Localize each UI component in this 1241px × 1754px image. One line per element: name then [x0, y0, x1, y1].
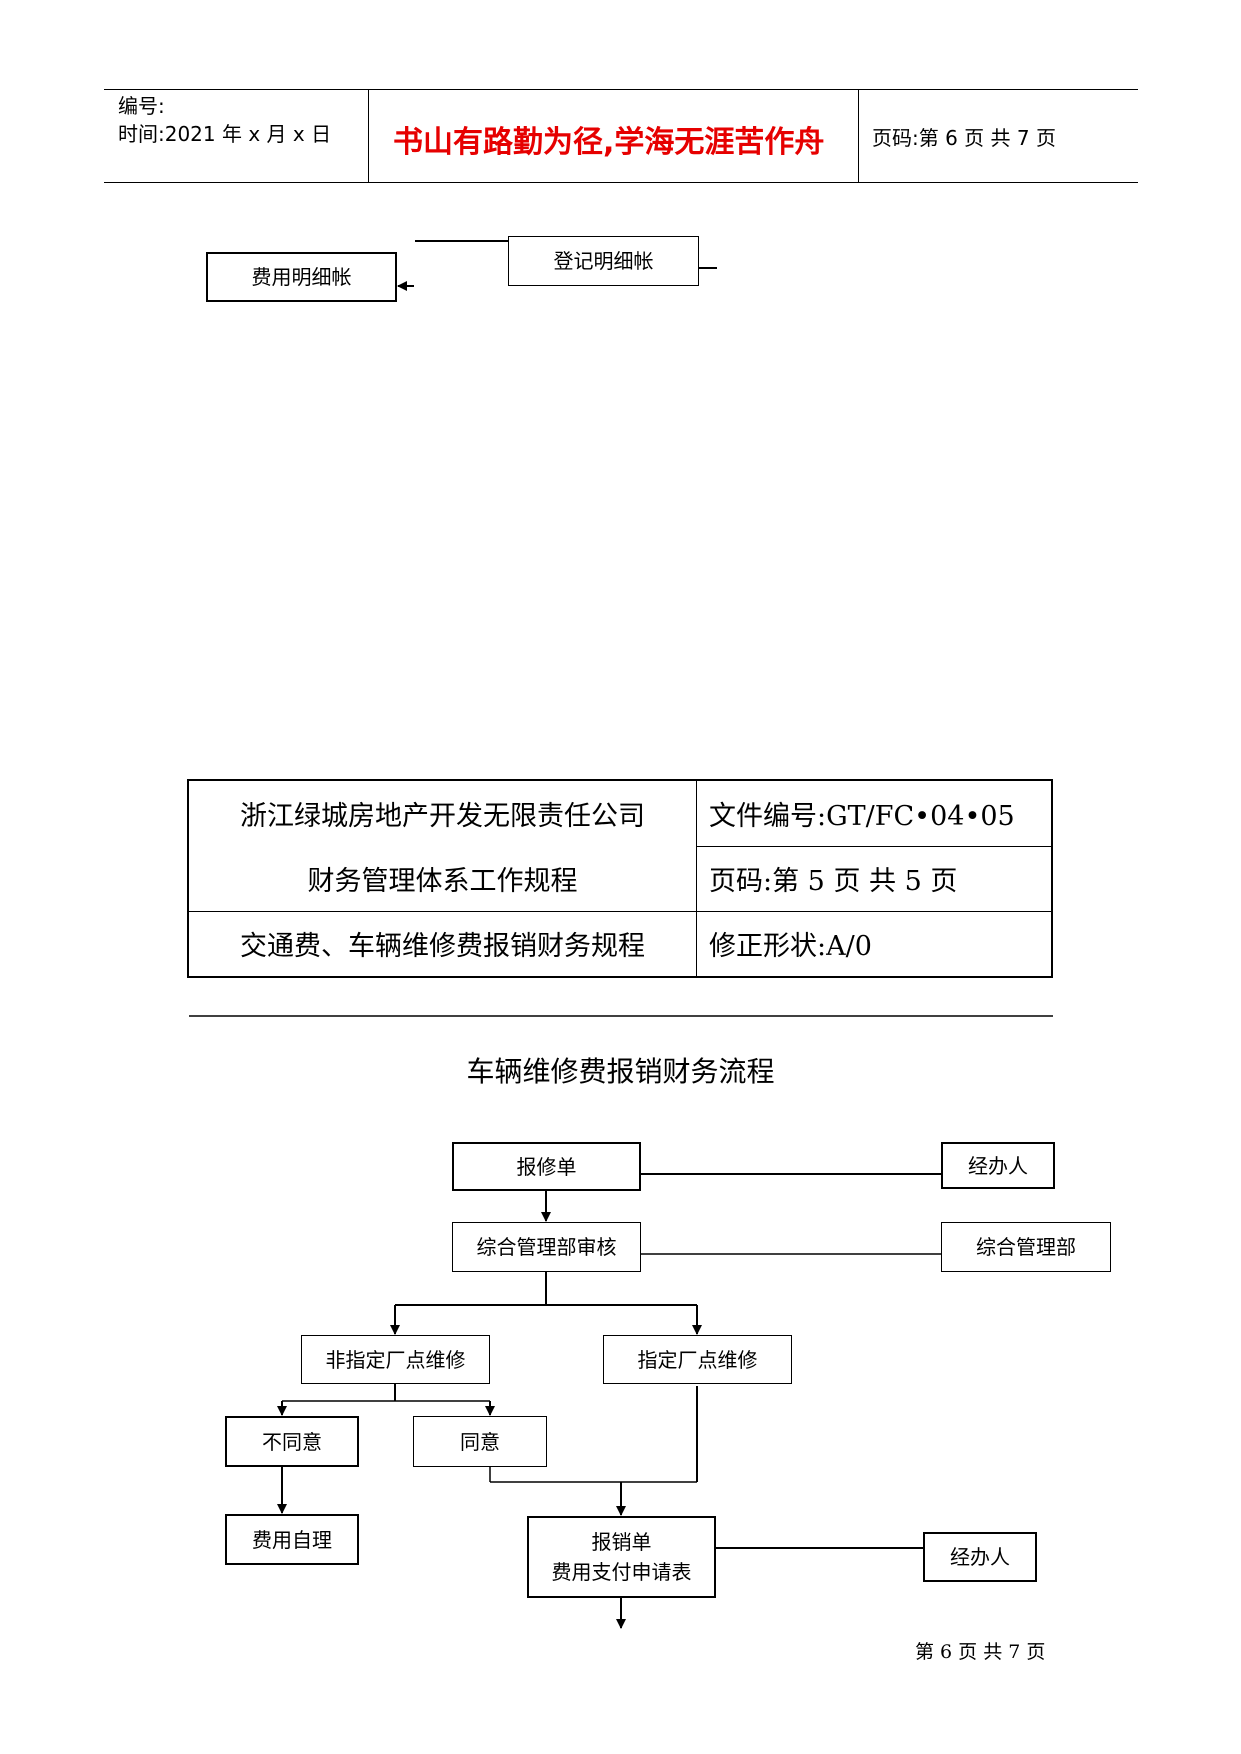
box-admin-dept: 综合管理部 [941, 1222, 1111, 1272]
box-admin-review-label: 综合管理部审核 [476, 1235, 617, 1259]
info-company-name: 浙江绿城房地产开发无限责任公司 [240, 801, 645, 832]
box-handler-2-label: 经办人 [950, 1545, 1010, 1569]
box-non-designated-repair-label: 非指定厂点维修 [325, 1347, 466, 1372]
box-record-ledger-label: 登记明细帐 [553, 249, 654, 273]
info-revision: 修正形状:A/0 [709, 931, 872, 962]
info-table-row-rule-1 [696, 846, 1051, 847]
box-admin-dept-label: 综合管理部 [976, 1235, 1076, 1259]
box-expense-ledger-label: 费用明细帐 [251, 265, 352, 289]
box-handler-2: 经办人 [923, 1532, 1037, 1582]
info-table-vdivider [696, 781, 697, 976]
flow-title: 车辆维修费报销财务流程 [466, 1055, 775, 1088]
header-motto: 书山有路勤为径,学海无涯苦作舟 [393, 125, 825, 160]
info-manual-name: 财务管理体系工作规程 [307, 866, 578, 897]
info-page: 页码:第 5 页 共 5 页 [709, 866, 958, 897]
header-page-info: 页码:第 6 页 共 7 页 [872, 126, 1056, 150]
page-footer: 第 6 页 共 7 页 [915, 1641, 1046, 1663]
box-handler-1: 经办人 [941, 1142, 1055, 1189]
header-divider-left [368, 89, 369, 182]
box-designated-repair: 指定厂点维修 [603, 1335, 792, 1384]
document-time-label: 时间:2021 年 x 月 x 日 [118, 122, 332, 146]
box-repair-form-label: 报修单 [516, 1154, 577, 1179]
info-table: 浙江绿城房地产开发无限责任公司 财务管理体系工作规程 交通费、车辆维修费报销财务… [187, 779, 1053, 978]
document-number-label: 编号: [118, 94, 165, 118]
box-handler-1-label: 经办人 [968, 1153, 1028, 1178]
box-expense-ledger: 费用明细帐 [206, 252, 397, 302]
info-procedure-name: 交通费、车辆维修费报销财务规程 [240, 931, 645, 962]
info-file-number: 文件编号:GT/FC•04•05 [709, 801, 1015, 832]
header-top-rule [104, 89, 1138, 90]
box-admin-review: 综合管理部审核 [452, 1222, 641, 1272]
box-disagree: 不同意 [225, 1416, 359, 1467]
box-repair-form: 报修单 [452, 1142, 641, 1191]
header-bottom-rule [104, 182, 1138, 183]
box-reimbursement: 报销单 费用支付申请表 [527, 1516, 716, 1598]
box-designated-repair-label: 指定厂点维修 [637, 1347, 758, 1372]
info-table-row-rule-2 [189, 911, 1051, 912]
box-agree: 同意 [413, 1416, 547, 1467]
box-reimbursement-line2: 费用支付申请表 [551, 1560, 692, 1584]
box-agree-label: 同意 [460, 1429, 500, 1454]
header-divider-right [858, 89, 859, 182]
box-self-pay: 费用自理 [225, 1514, 359, 1565]
box-record-ledger: 登记明细帐 [508, 236, 699, 286]
box-reimbursement-line1: 报销单 [591, 1530, 652, 1554]
box-self-pay-label: 费用自理 [252, 1527, 332, 1552]
box-non-designated-repair: 非指定厂点维修 [301, 1335, 490, 1384]
box-disagree-label: 不同意 [262, 1429, 322, 1454]
